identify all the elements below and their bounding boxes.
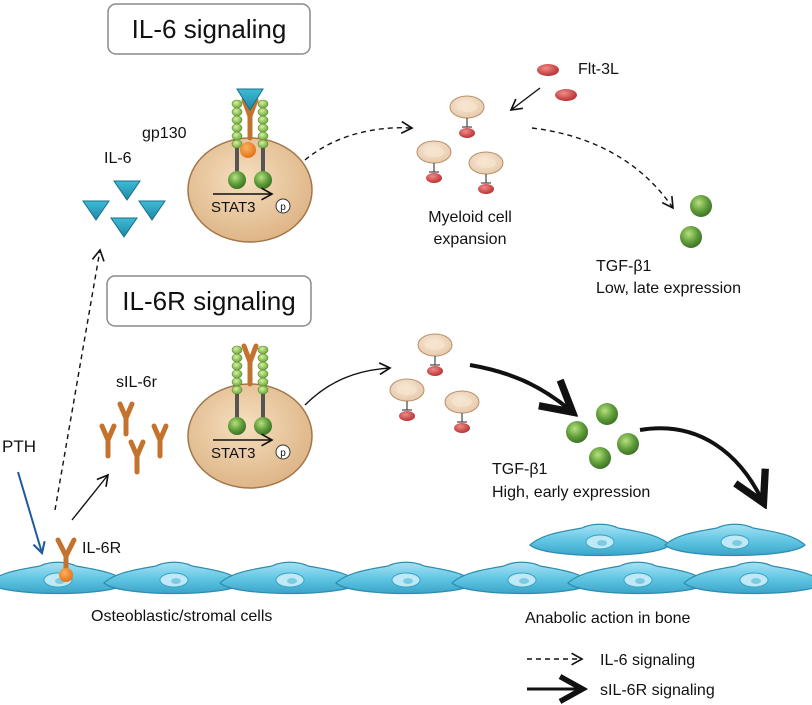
sil6r-to-myeloid-arrow: [304, 362, 392, 406]
myeloid-cell-icon: [389, 378, 425, 422]
osteoblast-cell-icon: [567, 561, 709, 595]
svg-text:p: p: [280, 202, 286, 213]
sil6r-label: sIL-6r: [116, 374, 158, 391]
tgf-high-desc: High, early expression: [492, 484, 650, 501]
myeloid-cell-icon: [449, 95, 485, 139]
il6-to-myeloid-arrow: [304, 120, 414, 161]
il6r-signaling-title: IL-6R signaling: [122, 286, 295, 316]
tgf-sphere-icon: [589, 447, 611, 469]
osteoblast-cell-icon: [219, 561, 361, 595]
pth-to-il6-arrow: [54, 248, 105, 511]
myeloid-to-tgf-low-arrow: [531, 127, 674, 210]
tgf-sphere-icon: [690, 195, 712, 217]
sil6r-receptor-icon: [120, 404, 132, 434]
tgf-low-spheres: [680, 195, 712, 248]
tgf-sphere-icon: [617, 433, 639, 455]
bottom-myeloid-cluster: [389, 333, 480, 434]
flt3l-label: Flt-3L: [578, 61, 619, 78]
tgf-sphere-icon: [596, 403, 618, 425]
pth-arrow: [17, 471, 46, 556]
tgf-high-spheres: [566, 403, 639, 469]
tgf-high-name: TGF-β1: [492, 461, 548, 478]
myeloid-cell-icon: [416, 140, 452, 184]
top-target-cell: STAT3 p: [187, 88, 313, 243]
osteoblastic-label: Osteoblastic/stromal cells: [91, 608, 272, 625]
il6-triangle-icon: [113, 180, 141, 201]
myeloid-to-tgf-high-arrow: [469, 363, 570, 410]
legend-solid-label: sIL-6R signaling: [600, 682, 715, 699]
myeloid-label-line1: Myeloid cell: [428, 209, 512, 226]
bottom-target-cell: STAT3 p: [187, 346, 313, 489]
stat3-label-top: STAT3: [211, 199, 255, 216]
anabolic-label: Anabolic action in bone: [525, 610, 691, 627]
phospho-icon: [275, 444, 291, 460]
il6-triangle-icon: [110, 217, 138, 238]
flt3l-blob-icon: [537, 64, 559, 76]
sil6r-receptor-icon: [102, 426, 114, 456]
flt3l-ligands: [537, 64, 577, 101]
phospho-icon: [275, 198, 291, 214]
flt3l-arrow: [509, 87, 541, 112]
tgf-sphere-icon: [566, 421, 588, 443]
anabolic-bone-cell-icon: [664, 523, 806, 557]
osteoblast-cell-icon: [103, 561, 245, 595]
tgf-low-name: TGF-β1: [596, 258, 652, 275]
legend: IL-6 signaling sIL-6R signaling: [527, 652, 715, 699]
il6r-to-sil6r-arrow: [71, 473, 110, 521]
tgf-sphere-icon: [680, 226, 702, 248]
anabolic-bone-cell-icon: [529, 523, 671, 557]
il6-triangle-icon: [82, 200, 110, 221]
il6-signaling-title-box: IL-6 signaling: [107, 3, 311, 55]
il6-triangle-icon: [138, 200, 166, 221]
flt3l-blob-icon: [555, 89, 577, 101]
il6-ligand-cluster: [82, 180, 166, 238]
bound-il6-triangle-icon: [236, 88, 264, 111]
sil6r-receptor-icon: [154, 426, 166, 456]
il6r-signaling-title-box: IL-6R signaling: [106, 275, 312, 327]
myeloid-cell-icon: [468, 151, 504, 195]
myeloid-cell-icon: [417, 333, 453, 377]
sil6r-cluster: [102, 404, 166, 472]
osteoblast-cell-icon: [335, 561, 477, 595]
myeloid-cell-icon: [444, 390, 480, 434]
top-myeloid-cluster: [416, 95, 504, 195]
il6r-membrane-receptor: [55, 537, 77, 582]
sil6r-receptor-icon: [131, 442, 143, 472]
tgf-to-bone-arrow: [639, 426, 762, 500]
svg-text:p: p: [280, 448, 286, 459]
stat3-label-bottom: STAT3: [211, 445, 255, 462]
legend-dashed-label: IL-6 signaling: [600, 652, 695, 669]
osteoblast-cell-icon: [683, 561, 812, 595]
myeloid-label-line2: expansion: [434, 231, 507, 248]
gp130-label: gp130: [142, 125, 187, 142]
pth-label: PTH: [2, 437, 36, 456]
osteoblast-layer: [0, 523, 812, 595]
il6r-label: IL-6R: [82, 540, 121, 557]
osteoblast-cell-icon: [451, 561, 593, 595]
il6-signaling-title: IL-6 signaling: [132, 14, 287, 44]
il6r-bead-icon: [240, 142, 256, 158]
tgf-low-desc: Low, late expression: [596, 280, 741, 297]
il6-label: IL-6: [104, 150, 132, 167]
